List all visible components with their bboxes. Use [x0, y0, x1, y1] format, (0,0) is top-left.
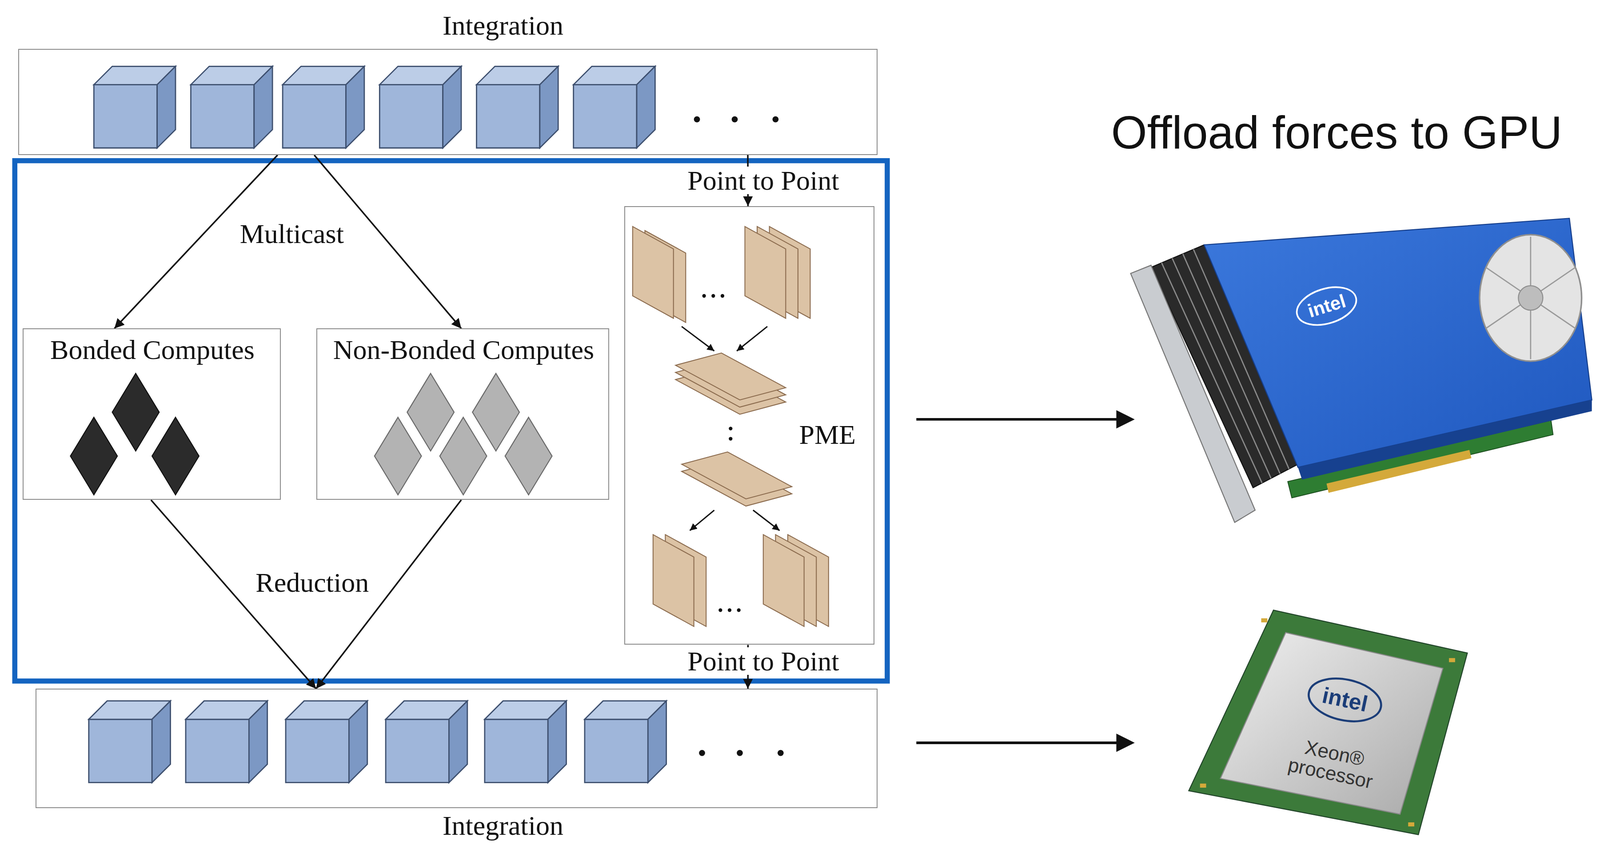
nonbonded-diamond	[439, 417, 487, 495]
arrow-head	[1116, 733, 1135, 752]
ellipsis-dot	[694, 116, 701, 123]
pme-dots	[702, 294, 741, 613]
logo-ring	[1304, 672, 1385, 728]
compute-box: Non-Bonded Computes	[316, 328, 610, 500]
grid-plane	[681, 451, 792, 499]
logo-text: intel	[1305, 291, 1348, 321]
chip-pad	[1448, 658, 1456, 663]
node-label: Integration	[442, 10, 564, 41]
gpu-card	[1130, 218, 1593, 523]
flow-arrow	[681, 326, 715, 352]
ellipsis-dot	[711, 294, 715, 298]
node-label: Integration	[442, 810, 564, 841]
pme-box: PME	[624, 206, 875, 646]
grid-plane	[653, 534, 695, 627]
heading-label: Offload forces to GPU	[1111, 108, 1563, 157]
node-label: PME	[798, 419, 856, 450]
grid-plane	[675, 353, 786, 401]
chip-pad	[1200, 783, 1207, 788]
offload-arrow	[916, 741, 1121, 745]
ellipsis-dot	[698, 750, 706, 757]
arrow-head	[1116, 410, 1135, 429]
node-label: Non-Bonded Computes	[333, 334, 595, 365]
patch-cube	[379, 66, 462, 148]
chip-pad	[1261, 618, 1268, 623]
patch-cube	[93, 66, 176, 148]
bonded-diamond	[151, 417, 200, 495]
nonbonded-diamond	[406, 373, 455, 452]
node-label: Bonded Computes	[50, 334, 255, 365]
flow-arrow	[689, 510, 715, 531]
ellipsis-dot	[728, 426, 733, 431]
patch-cube	[584, 701, 667, 783]
heat-spreader	[1220, 632, 1444, 815]
ellipsis-dot	[736, 750, 743, 757]
integration-box: Integration	[35, 688, 878, 809]
flow-arrow	[736, 326, 768, 352]
ellipsis-dot	[737, 608, 741, 612]
card-fan	[1479, 234, 1582, 362]
grid-plane	[632, 226, 674, 319]
shroud-edge	[1297, 399, 1592, 480]
offload-arrow	[916, 418, 1121, 421]
patch-cube	[282, 66, 365, 148]
logo-text: intel	[1320, 683, 1370, 717]
connectors	[114, 155, 748, 689]
grid-plane	[744, 226, 786, 319]
fan-blades	[1485, 236, 1576, 360]
offload-frame	[14, 160, 888, 682]
ellipsis-dot	[720, 294, 725, 298]
bonded-diamond	[112, 373, 160, 452]
ellipsis-dot	[731, 116, 739, 123]
cpu-chip	[1188, 610, 1468, 835]
patch-cube	[484, 701, 567, 783]
nonbonded-diamond	[374, 417, 422, 495]
ellipsis-dot	[702, 294, 706, 298]
compute-box: Bonded Computes	[22, 328, 281, 500]
integration-box: Integration	[18, 48, 878, 156]
chip-substrate	[1188, 610, 1468, 835]
flow-arrow	[753, 510, 780, 531]
chip-text: Xeon® processor	[1280, 733, 1385, 794]
card-shroud	[1204, 218, 1593, 467]
edge-label: Point to Point	[683, 166, 843, 195]
patch-cube	[385, 701, 468, 783]
ellipsis-dot	[777, 750, 784, 757]
logo-ring	[1292, 280, 1361, 332]
nonbonded-diamond	[505, 417, 553, 495]
bonded-diamond	[70, 417, 118, 495]
offload-arrows	[916, 410, 1135, 752]
patch-cube	[190, 66, 273, 148]
patch-cube	[88, 701, 171, 783]
chip-pad	[1408, 822, 1415, 827]
nonbonded-diamond	[472, 373, 520, 452]
edge-label: Point to Point	[683, 647, 843, 675]
patch-cubes	[88, 66, 784, 783]
grid-plane	[763, 534, 805, 627]
fan-hub	[1518, 285, 1543, 311]
ellipsis-dot	[727, 608, 732, 612]
pme-flow	[681, 326, 780, 531]
patch-cube	[285, 701, 368, 783]
patch-cube	[573, 66, 656, 148]
patch-cube	[476, 66, 559, 148]
edge-label: Multicast	[236, 219, 348, 248]
compute-diamonds	[70, 373, 552, 495]
ellipsis-dot	[728, 436, 733, 441]
ellipsis-dot	[772, 116, 779, 123]
ellipsis-dot	[718, 608, 723, 612]
edge-label: Reduction	[251, 568, 373, 597]
patch-cube	[185, 701, 268, 783]
